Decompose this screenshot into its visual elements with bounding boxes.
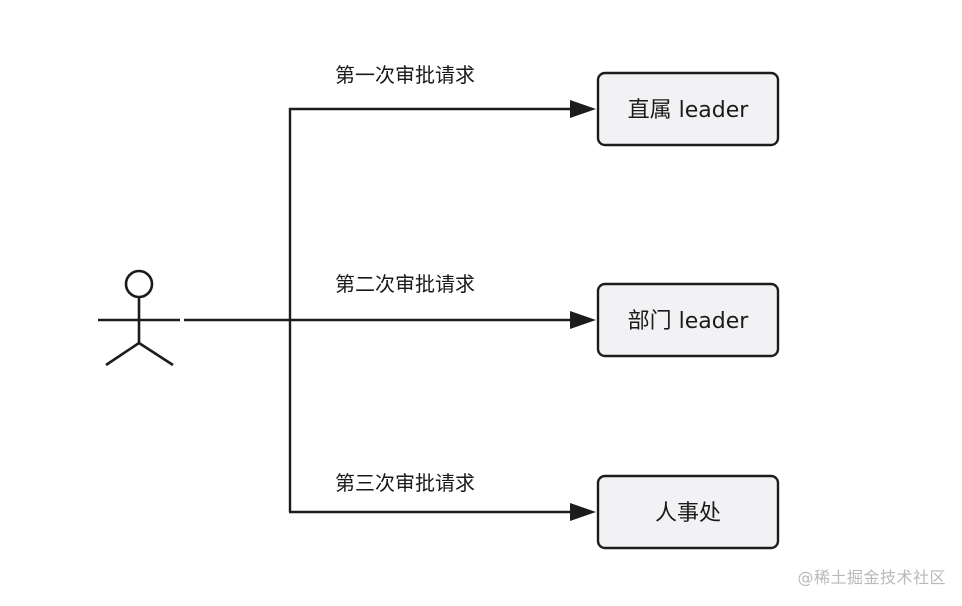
arrowhead-1 [570, 100, 596, 118]
node-box-direct-leader: 直属 leader [596, 71, 780, 147]
actor-left-leg [105, 341, 140, 367]
watermark-text: @稀土掘金技术社区 [797, 568, 946, 587]
edge-label-2: 第二次审批请求 [335, 272, 475, 296]
actor-head [124, 269, 154, 299]
arrowhead-3 [570, 503, 596, 521]
edge-label-3: 第三次审批请求 [335, 471, 475, 495]
edge-label-1: 第一次审批请求 [335, 63, 475, 87]
actor-right-leg [138, 341, 174, 367]
node-label-department-leader: 部门 leader [628, 309, 750, 334]
node-box-hr-office: 人事处 [596, 474, 780, 550]
node-label-hr-office: 人事处 [655, 501, 721, 526]
arrowhead-2 [570, 311, 596, 329]
node-box-department-leader: 部门 leader [596, 282, 780, 358]
node-label-direct-leader: 直属 leader [628, 98, 750, 123]
connector-lines [184, 100, 596, 521]
actor-stick-figure [98, 269, 180, 367]
